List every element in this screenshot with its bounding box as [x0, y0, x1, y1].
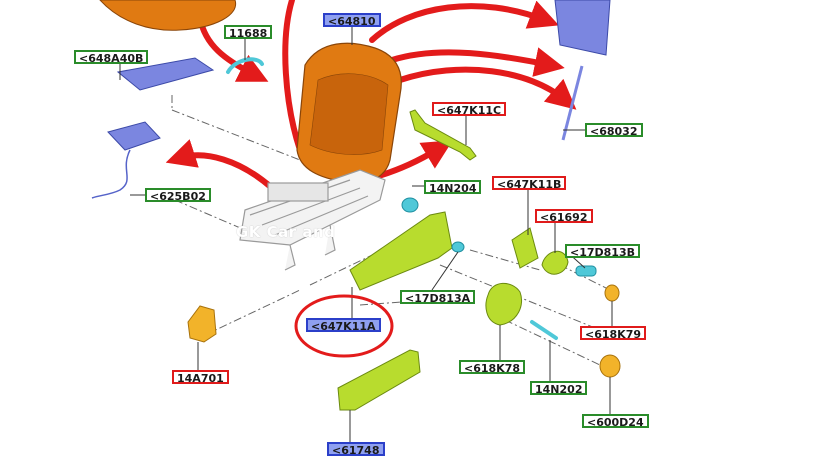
fastener-14n204-shape — [401, 197, 419, 213]
rear-panel-shape — [554, 0, 611, 56]
fastener-17d813a-shape — [451, 241, 465, 253]
bracket-shape — [409, 109, 477, 161]
screw-14n202-shape — [530, 320, 558, 340]
label-618k78[interactable]: <618K78 — [459, 360, 526, 375]
cap-600d24-shape — [599, 354, 621, 378]
label-14n204[interactable]: 14N204 — [424, 180, 482, 195]
label-625b02[interactable]: <625B02 — [145, 188, 211, 203]
label-11688[interactable]: 11688 — [224, 25, 273, 40]
red-direction-arrows — [165, 0, 577, 191]
panel-647k11b-shape — [511, 227, 539, 269]
knob-61692-shape — [541, 251, 569, 275]
cushion-pad-shape — [116, 57, 215, 91]
side-shield-shape — [349, 211, 453, 291]
seat-frame-shape — [239, 169, 386, 271]
lower-trim-61748-shape — [337, 349, 421, 411]
label-61748[interactable]: <61748 — [327, 442, 385, 457]
label-61692[interactable]: <61692 — [535, 209, 593, 224]
watermark-text: GK Car and — [236, 223, 336, 241]
label-618k79[interactable]: <618K79 — [580, 326, 647, 341]
highlight-ellipse — [294, 294, 394, 358]
cap-618k79-shape — [604, 284, 620, 302]
label-17d813a[interactable]: <17D813A — [400, 290, 476, 305]
label-600d24[interactable]: <600D24 — [582, 414, 649, 429]
label-14n202[interactable]: 14N202 — [530, 381, 588, 396]
spring-17d813b-shape — [575, 265, 597, 277]
connector-14a701-shape — [187, 305, 217, 343]
seat-cushion-shape — [99, 0, 237, 31]
clip-shape — [226, 57, 264, 74]
label-647k11c[interactable]: <647K11C — [432, 102, 507, 117]
leader-lines — [119, 27, 613, 442]
label-64810[interactable]: <64810 — [323, 13, 381, 28]
heater-mat-shape — [91, 121, 161, 199]
handle-618k78-shape — [485, 282, 523, 326]
label-68032[interactable]: <68032 — [585, 123, 643, 138]
label-647k11b[interactable]: <647K11B — [492, 176, 567, 191]
label-14a701[interactable]: 14A701 — [172, 370, 229, 385]
label-648a40b[interactable]: <648A40B — [74, 50, 149, 65]
label-17d813b[interactable]: <17D813B — [565, 244, 641, 259]
rod-shape — [561, 65, 584, 141]
label-647k11a[interactable]: <647K11A — [306, 318, 381, 333]
